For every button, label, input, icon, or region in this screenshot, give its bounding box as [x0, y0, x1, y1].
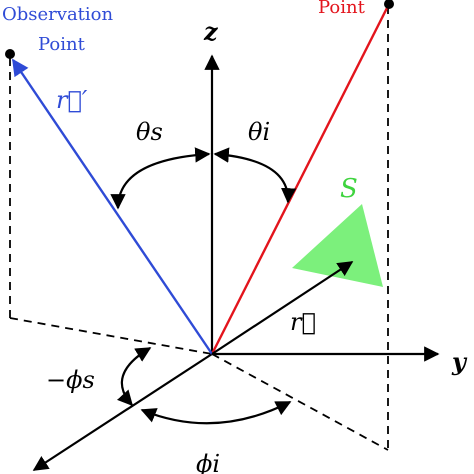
- incident-direction-line: [210, 5, 390, 355]
- phi-i-arc: [140, 401, 292, 425]
- surface-label: S: [340, 174, 358, 204]
- z-axis-label: z: [203, 17, 219, 46]
- r-vector-label: r⃗: [290, 308, 316, 336]
- observation-vector: [12, 58, 213, 355]
- incident-point-marker: [384, 0, 394, 9]
- theta-i-arc: [213, 147, 297, 204]
- minus-phi-s-arc: [117, 347, 152, 407]
- projection-lines: [9, 6, 389, 451]
- axes: [32, 54, 440, 471]
- phi-i-label: ϕi: [196, 450, 220, 474]
- y-axis-label: y: [451, 347, 468, 376]
- theta-s-arc: [110, 147, 211, 210]
- observation-point-marker: [5, 49, 15, 59]
- r-prime-label: r⃗′: [56, 86, 88, 114]
- r-vector: [211, 261, 354, 355]
- x-axis: [32, 353, 213, 471]
- observation-label-line2: Point: [38, 34, 86, 55]
- minus-phi-s-label: −ϕs: [46, 366, 95, 394]
- observation-ground-projection: [9, 317, 213, 355]
- incident-ground-projection: [211, 353, 389, 451]
- surface-patch: [292, 204, 383, 287]
- angle-arcs: [110, 147, 297, 425]
- incident-point-label: Point: [318, 0, 366, 18]
- theta-i-label: θi: [248, 118, 270, 146]
- observation-label-line1: Observation: [2, 4, 114, 25]
- theta-s-label: θs: [136, 118, 163, 146]
